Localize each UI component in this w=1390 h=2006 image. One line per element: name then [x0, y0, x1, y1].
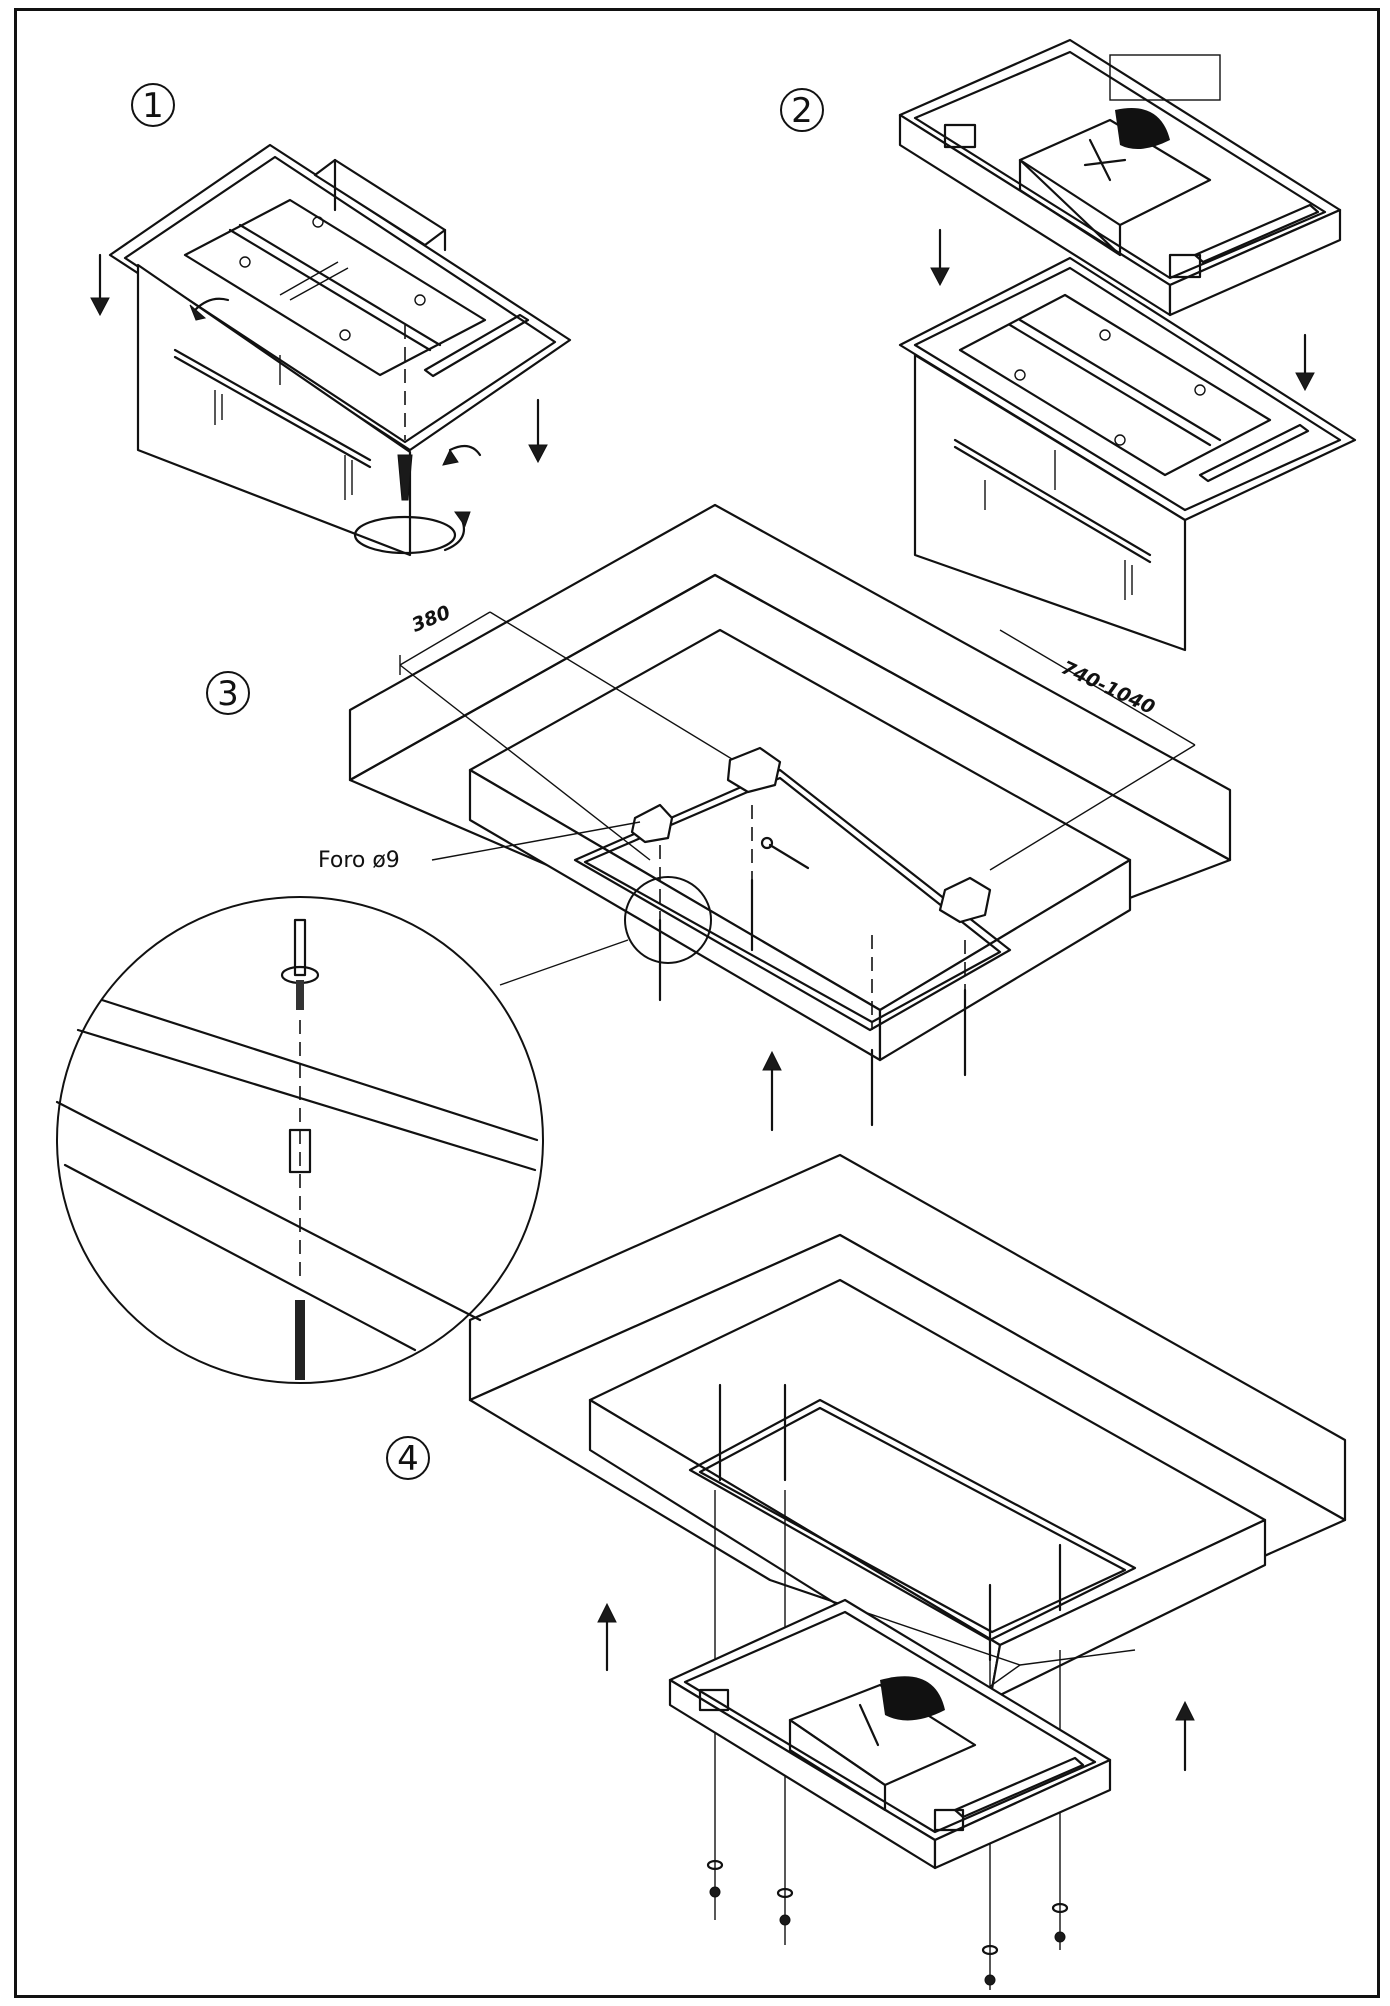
rotate-arrow-icon — [442, 444, 482, 466]
arrow-down-icon — [930, 228, 950, 287]
step-3-marker: 3 — [206, 671, 250, 715]
washer-icon — [1051, 1902, 1069, 1914]
step-1-number: 1 — [142, 86, 164, 126]
nut-icon — [709, 1886, 721, 1898]
rotate-arrow-icon — [189, 297, 230, 321]
arrow-down-icon — [1295, 333, 1315, 392]
washer-icon — [706, 1859, 724, 1871]
step-4-marker: 4 — [386, 1436, 430, 1480]
dimension-width: 740-1040 — [999, 629, 1196, 746]
arrow-down-icon — [528, 398, 548, 464]
step-4-motor-unit — [668, 1598, 1112, 1870]
nut-icon — [984, 1974, 996, 1986]
step-2-marker: 2 — [780, 88, 824, 132]
wall-plug-icon — [288, 1128, 312, 1174]
dimension-depth-label: 380 — [409, 601, 454, 636]
nut-icon — [779, 1914, 791, 1926]
dimension-width-label: 740-1040 — [1058, 657, 1158, 719]
hole-callout: Foro ø9 — [318, 821, 641, 873]
step-2-number: 2 — [791, 91, 813, 131]
hole-label: Foro ø9 — [318, 848, 400, 873]
step-1-hood — [90, 143, 572, 557]
threaded-rod-icon — [295, 1300, 305, 1380]
arrow-up-icon — [1175, 1700, 1195, 1772]
arrow-up-icon — [597, 1602, 617, 1672]
wall-plug-icon — [726, 746, 782, 794]
washer-icon — [981, 1944, 999, 1956]
step-2-hood — [898, 256, 1357, 652]
screw-icon — [280, 918, 320, 1010]
step-3-number: 3 — [217, 674, 239, 714]
wall-plug-icon — [630, 803, 674, 844]
step-4-number: 4 — [397, 1439, 419, 1479]
step-4-ceiling — [468, 1153, 1347, 1702]
arrow-down-icon — [90, 253, 110, 317]
screw-icon — [353, 454, 471, 555]
washer-icon — [776, 1887, 794, 1899]
detail-magnifier — [55, 876, 712, 1384]
arrow-up-icon — [762, 1050, 782, 1132]
step-1-marker: 1 — [131, 83, 175, 127]
page-border — [14, 8, 1380, 1998]
nut-icon — [1054, 1931, 1066, 1943]
wall-plug-icon — [938, 876, 992, 924]
step-2-motor-unit — [898, 38, 1342, 317]
